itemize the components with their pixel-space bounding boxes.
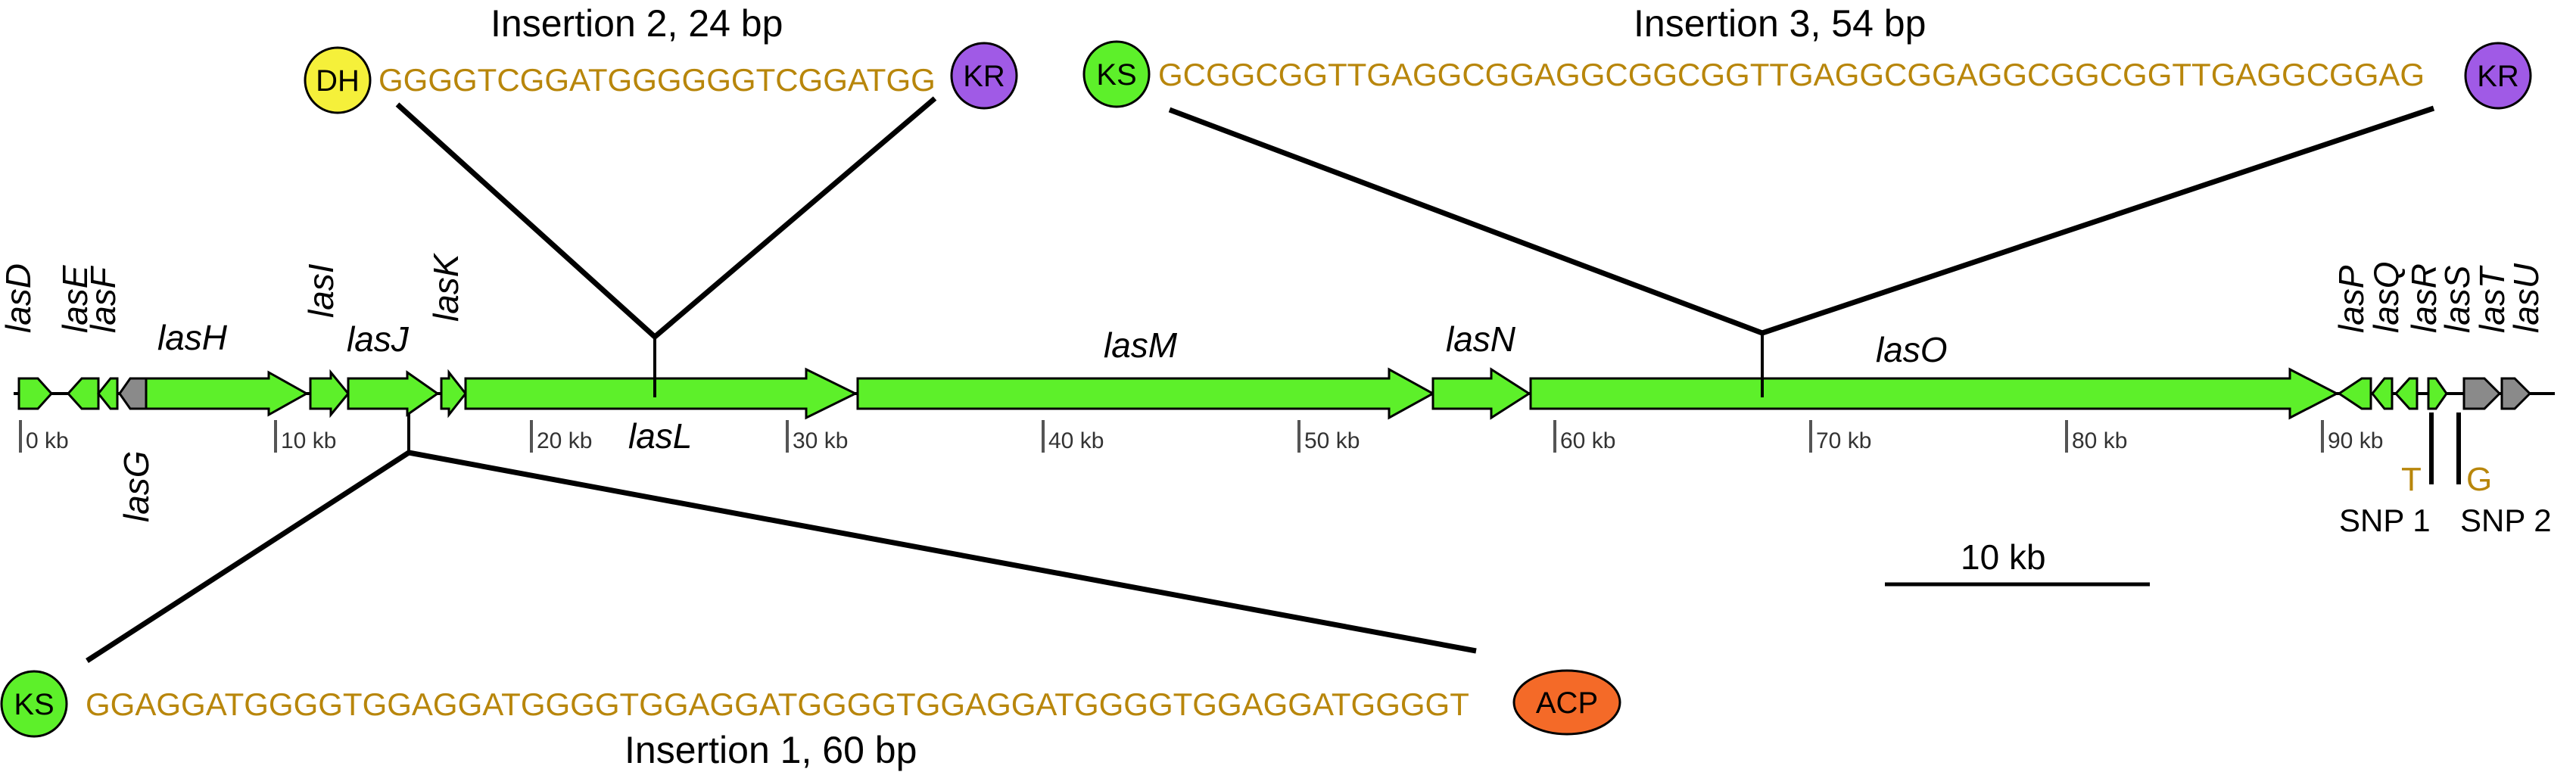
gene-label-lasN: lasN xyxy=(1446,319,1516,359)
gene-arrow-lasP xyxy=(2337,377,2372,410)
gene-label-lasH: lasH xyxy=(157,318,228,357)
scale-bar: 10 kb xyxy=(1885,537,2150,587)
kr-domain-label: KR xyxy=(963,60,1005,93)
gene-label-lasQ: lasQ xyxy=(2366,261,2406,333)
gene-label-lasT: lasT xyxy=(2472,265,2512,333)
snp-2-base: G xyxy=(2466,461,2492,498)
gene-label-lasO: lasO xyxy=(1876,330,1948,369)
gene-arrow-lasR xyxy=(2394,377,2419,410)
insertion-1-sequence: GGAGGATGGGGTGGAGGATGGGGTGGAGGATGGGGTGGAG… xyxy=(86,686,1469,722)
ks-domain xyxy=(0,670,68,738)
gene-arrow-lasS xyxy=(2427,377,2448,410)
ks-domain-label: KS xyxy=(1096,58,1136,92)
tick-label: 50 kb xyxy=(1304,428,1360,453)
ks-domain xyxy=(1082,40,1151,108)
kr-domain xyxy=(950,42,1018,110)
gene-label-lasJ: lasJ xyxy=(347,319,410,359)
insertion-2-connector xyxy=(395,96,937,341)
tick-label: 10 kb xyxy=(281,428,336,453)
scale-bar-label: 10 kb xyxy=(1961,537,2046,577)
snp-1-label: SNP 1 xyxy=(2339,503,2431,538)
gene-arrow-lasG xyxy=(118,377,148,410)
kb-ticks xyxy=(19,420,2324,453)
gene-arrow-lasL xyxy=(464,367,858,420)
acp-domain xyxy=(1512,669,1621,736)
gene-label-lasE: lasE xyxy=(55,264,95,333)
insertion-3-sequence: GCGGCGGTTGAGGCGGAGGCGGCGGTTGAGGCGGAGGCGG… xyxy=(1158,57,2425,92)
tick-label: 40 kb xyxy=(1048,428,1104,453)
gene-label-lasM: lasM xyxy=(1104,325,1178,365)
gene-arrow-lasO xyxy=(1529,367,2340,420)
gene-label-lasR: lasR xyxy=(2404,263,2444,333)
gene-arrow-lasI xyxy=(309,369,350,419)
gene-label-lasP: lasP xyxy=(2331,265,2371,333)
dh-domain-label: DH xyxy=(316,64,360,98)
tick-label: 90 kb xyxy=(2328,428,2383,453)
insertion-2-title: Insertion 2, 24 bp xyxy=(491,2,783,45)
tick-label: 20 kb xyxy=(537,428,592,453)
gene-arrow-lasU xyxy=(2500,377,2532,410)
tick-label: 80 kb xyxy=(2072,428,2127,453)
gene-label-lasU: lasU xyxy=(2506,263,2546,333)
gene-arrow-lasD xyxy=(17,377,54,410)
gene-arrow-lasT xyxy=(2462,377,2502,410)
gene-label-lasG: lasG xyxy=(117,450,156,522)
snp-markers: T G SNP 1 SNP 2 xyxy=(2339,412,2552,538)
insertion-1-connector xyxy=(86,450,1477,663)
kb-tick-labels: 0 kb 10 kb 20 kb 30 kb 40 kb 50 kb 60 kb… xyxy=(26,428,2383,453)
gene-label-lasD: lasD xyxy=(0,263,38,333)
gene-arrow-lasJ xyxy=(347,370,440,417)
gene-label-lasI: lasI xyxy=(301,263,341,318)
gene-arrow-lasF xyxy=(97,377,119,410)
tick-label: 30 kb xyxy=(793,428,848,453)
gene-label-lasL: lasL xyxy=(628,416,692,456)
insertion-2-sequence: GGGGTCGGATGGGGGGTCGGATGG xyxy=(378,62,936,98)
gene-label-lasF: lasF xyxy=(83,265,123,333)
gene-arrow-lasE xyxy=(66,377,100,410)
insertion-1-title: Insertion 1, 60 bp xyxy=(625,729,917,771)
insertion-2-callout: Insertion 2, 24 bp DH GGGGTCGGATGGGGGGTC… xyxy=(304,2,1018,397)
tick-label: 70 kb xyxy=(1816,428,1871,453)
kr-domain-label: KR xyxy=(2477,60,2519,93)
acp-domain-label: ACP xyxy=(1536,686,1598,720)
ks-domain-label: KS xyxy=(14,688,54,721)
gene-arrows xyxy=(17,367,2532,420)
gene-arrow-lasN xyxy=(1431,367,1531,420)
dh-domain xyxy=(304,46,372,114)
insertion-3-title: Insertion 3, 54 bp xyxy=(1634,2,1926,45)
insertion-3-connector xyxy=(1168,105,2435,336)
gene-labels: lasD lasE lasF lasG lasH lasI lasJ lasK … xyxy=(0,252,2546,522)
insertion-1-callout: KS GGAGGATGGGGTGGAGGATGGGGTGGAGGATGGGGTG… xyxy=(0,412,1621,771)
snp-1-base: T xyxy=(2401,461,2422,498)
snp-2-label: SNP 2 xyxy=(2460,503,2552,538)
kr-domain xyxy=(2464,42,2532,110)
gene-label-lasK: lasK xyxy=(426,252,466,322)
gene-arrow-lasQ xyxy=(2371,377,2394,410)
tick-label: 60 kb xyxy=(1560,428,1615,453)
tick-label: 0 kb xyxy=(26,428,69,453)
gene-arrow-lasH xyxy=(145,370,310,417)
gene-arrow-lasM xyxy=(856,367,1436,420)
gene-label-lasS: lasS xyxy=(2437,265,2477,333)
gene-arrow-lasK xyxy=(440,369,467,419)
insertion-3-callout: Insertion 3, 54 bp KS GCGGCGGTTGAGGCGGAG… xyxy=(1082,2,2532,397)
